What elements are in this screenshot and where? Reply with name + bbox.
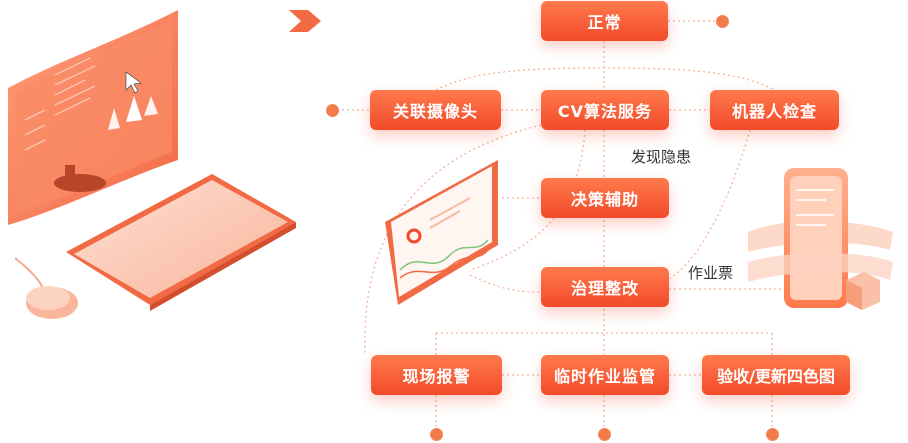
node-temp-supervision[interactable]: 临时作业监管 xyxy=(541,355,669,395)
node-temp-supervision-label: 临时作业监管 xyxy=(553,367,656,386)
endpoint-dot xyxy=(766,428,779,441)
node-governance-label: 治理整改 xyxy=(570,279,639,298)
node-decision-assist[interactable]: 决策辅助 xyxy=(541,178,669,218)
monitor-illustration xyxy=(8,10,178,225)
node-site-alarm[interactable]: 现场报警 xyxy=(371,355,502,395)
phone-illustration xyxy=(748,168,893,310)
node-cv-service-label: CV算法服务 xyxy=(557,102,653,121)
endpoint-dot xyxy=(716,15,729,28)
tablet-illustration xyxy=(66,174,296,311)
node-acceptance-label: 验收/更新四色图 xyxy=(717,367,835,386)
node-site-alarm-label: 现场报警 xyxy=(402,367,471,386)
endpoint-dot xyxy=(598,428,611,441)
node-related-camera-label: 关联摄像头 xyxy=(392,102,478,121)
edge-label-work-ticket: 作业票 xyxy=(688,264,734,282)
node-cv-service[interactable]: CV算法服务 xyxy=(541,90,669,130)
connector-lines xyxy=(332,20,785,433)
node-related-camera[interactable]: 关联摄像头 xyxy=(370,90,501,130)
node-governance[interactable]: 治理整改 xyxy=(541,267,669,307)
endpoint-dot xyxy=(430,428,443,441)
node-decision-assist-label: 决策辅助 xyxy=(570,190,639,209)
node-robot-inspection[interactable]: 机器人检查 xyxy=(710,90,839,130)
mouse-illustration xyxy=(14,257,78,319)
dashboard-illustration xyxy=(385,160,498,305)
node-normal[interactable]: 正常 xyxy=(541,1,668,41)
edge-label-found-hazard: 发现隐患 xyxy=(631,148,692,166)
node-acceptance[interactable]: 验收/更新四色图 xyxy=(702,355,850,395)
node-normal-label: 正常 xyxy=(587,13,622,32)
chevron-right-icon xyxy=(289,10,321,32)
endpoint-dot xyxy=(326,104,339,117)
node-robot-inspection-label: 机器人检查 xyxy=(731,102,817,121)
